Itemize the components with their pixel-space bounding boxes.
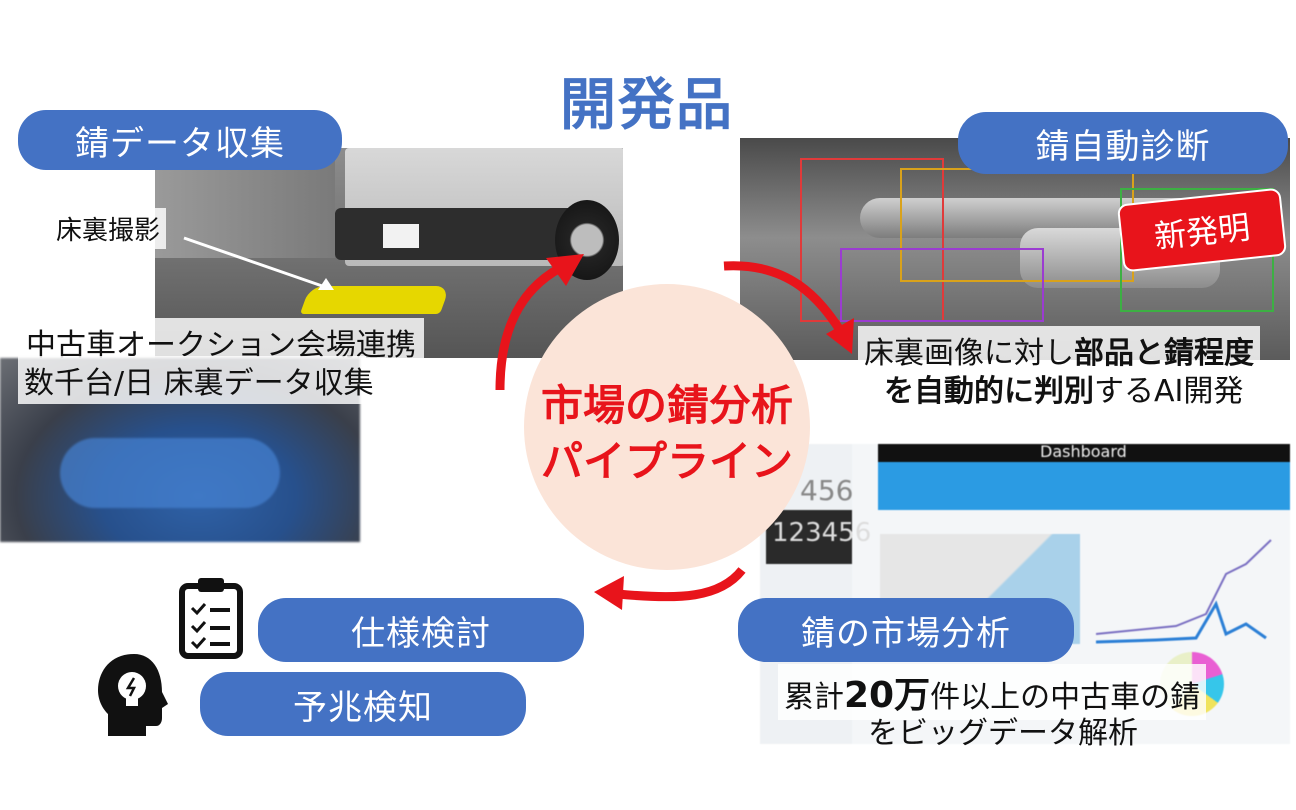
arrow-head	[594, 576, 624, 610]
analysis-caption-1b: 20万	[844, 675, 931, 716]
dashboard-number: 456	[800, 474, 854, 507]
diagnosis-caption-2b: するAI開発	[1094, 374, 1244, 409]
dashboard-title: Dashboard	[1040, 444, 1127, 461]
analysis-caption-1: 累計20万件以上の中古車の錆	[778, 664, 1207, 720]
clipboard-checklist-icon	[179, 578, 243, 659]
diagnosis-caption-2: を自動的に判別するAI開発	[884, 366, 1243, 410]
arrow-collection-to-diagnosis	[495, 264, 563, 391]
photo-label: 床裏撮影	[50, 208, 167, 249]
arrow-head	[546, 254, 584, 286]
car-blur-highlight	[60, 438, 280, 508]
diagnosis-caption-1a: 床裏画像に対し	[864, 336, 1074, 371]
auction-caption-2: 数千台/日 床裏データ収集	[18, 356, 374, 404]
diagnosis-caption-1b: 部品と錆程度	[1074, 336, 1254, 371]
arrow-diagnosis-to-analysis	[723, 261, 844, 333]
arrow-head	[826, 318, 854, 354]
rust-data-collection-label: 錆データ収集	[18, 110, 342, 170]
pointer-arrow	[183, 236, 334, 290]
detection-box	[840, 248, 1044, 322]
arrow-analysis-to-spec	[617, 567, 746, 602]
anomaly-prediction-label: 予兆検知	[200, 672, 526, 736]
dashboard-number-box	[766, 510, 852, 564]
pipeline-title-2: パイプライン	[540, 437, 793, 486]
analysis-caption-2: をビッグデータ解析	[868, 716, 1138, 751]
analysis-caption-1a: 累計	[784, 680, 844, 715]
license-plate	[383, 224, 419, 248]
head-lightbulb-icon	[98, 654, 168, 736]
rust-market-analysis-label: 錆の市場分析	[738, 598, 1074, 662]
rust-auto-diagnosis-label: 錆自動診断	[958, 112, 1288, 174]
dashboard-filter-bar	[878, 462, 1290, 510]
diagnosis-caption-2a: を自動的に判別	[884, 374, 1094, 409]
dashboard-line-chart	[1096, 539, 1272, 644]
spec-review-label: 仕様検討	[258, 598, 584, 662]
pipeline-circle	[524, 284, 810, 570]
page-title: 開発品	[560, 73, 734, 138]
dashboard-title-bar	[878, 444, 1290, 462]
diagnosis-caption-1: 床裏画像に対し部品と錆程度	[858, 326, 1260, 374]
truck-bumper	[335, 208, 595, 260]
analysis-caption-1c: 件以上の中古車の錆	[930, 680, 1201, 715]
pipeline-title-1: 市場の錆分析	[540, 381, 793, 430]
dashboard-number: 123456	[772, 518, 872, 548]
